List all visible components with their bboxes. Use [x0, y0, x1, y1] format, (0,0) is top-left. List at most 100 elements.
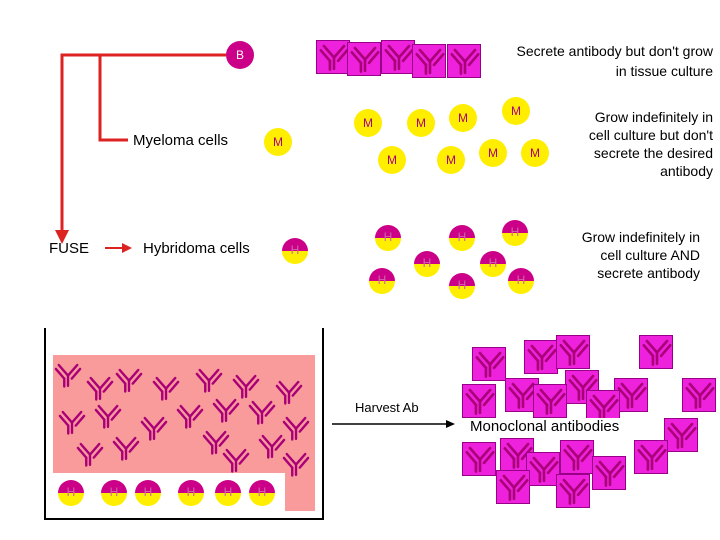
antibody-glyph	[112, 436, 140, 461]
antibody-glyph	[637, 444, 667, 471]
antibody-tile	[496, 470, 530, 504]
antibody-tile	[664, 418, 698, 452]
antibody-tile	[524, 340, 558, 374]
hybridoma-cell: H	[375, 225, 401, 251]
hybridoma-cell: H	[508, 268, 534, 294]
antibody-glyph	[140, 416, 168, 441]
antibody-icon	[589, 394, 619, 421]
myeloma-cell: M	[449, 104, 477, 132]
hybridoma-description: Grow indefinitely in cell culture AND se…	[540, 228, 700, 282]
antibody-icon	[499, 474, 529, 501]
myeloma-cell: M	[354, 109, 382, 137]
desc-line: secrete antibody	[597, 265, 700, 281]
antibody-icon	[465, 446, 495, 473]
antibody-icon	[637, 444, 667, 471]
antibody-icon	[667, 422, 697, 449]
antibody-tile	[447, 44, 481, 78]
myeloma-cell: M	[378, 146, 406, 174]
antibody-glyph	[212, 398, 240, 423]
antibody-icon	[350, 46, 380, 73]
antibody-icon	[568, 374, 598, 401]
desc-line: Grow indefinitely in	[594, 109, 713, 125]
myeloma-cell: M	[407, 109, 435, 137]
myeloma-description: Grow indefinitely in cell culture but do…	[540, 108, 713, 180]
antibody-icon	[559, 478, 589, 505]
myeloma-label: Myeloma cells	[133, 132, 229, 149]
antibody-icon	[503, 442, 533, 469]
antibody-tile	[412, 44, 446, 78]
antibody-glyph	[685, 382, 715, 409]
antibody-icon	[617, 382, 647, 409]
antibody-glyph	[232, 374, 260, 399]
desc-line: Grow indefinitely in	[581, 229, 700, 245]
antibody-tile	[556, 474, 590, 508]
antibody-glyph	[319, 44, 349, 71]
antibody-glyph	[527, 344, 557, 371]
fuse-label: FUSE	[49, 240, 90, 257]
hybridoma-cell: H	[215, 480, 241, 506]
antibody-glyph	[559, 478, 589, 505]
antibody-tile	[634, 440, 668, 474]
hybridoma-cell: H	[135, 480, 161, 506]
antibody-glyph	[115, 368, 143, 393]
harvest-label: Harvest Ab	[355, 400, 419, 415]
antibody-glyph	[617, 382, 647, 409]
antibody-glyph	[282, 416, 310, 441]
b-cell-description: Secrete antibody but don't grow in tissu…	[470, 42, 713, 80]
desc-line: antibody	[660, 163, 713, 179]
antibody-glyph	[499, 474, 529, 501]
antibody-tile	[381, 40, 415, 74]
hybridoma-cell: H	[178, 480, 204, 506]
antibody-glyph	[589, 394, 619, 421]
antibody-icon	[475, 351, 505, 378]
antibody-glyph	[86, 376, 114, 401]
hybridoma-cell: H	[58, 480, 84, 506]
antibody-glyph	[195, 368, 223, 393]
antibody-icon	[465, 388, 495, 415]
antibody-glyph	[94, 404, 122, 429]
antibody-glyph	[450, 48, 480, 75]
antibody-tile	[639, 335, 673, 369]
antibody-tile	[347, 42, 381, 76]
antibody-glyph	[559, 339, 589, 366]
myeloma-cell: M	[479, 139, 507, 167]
desc-line: Secrete antibody but don't grow	[516, 43, 713, 59]
antibody-tile	[533, 384, 567, 418]
antibody-icon	[415, 48, 445, 75]
antibody-glyph	[248, 400, 276, 425]
antibody-tile	[592, 456, 626, 490]
hybridoma-cell: H	[480, 251, 506, 277]
antibody-tile	[462, 384, 496, 418]
antibody-icon	[685, 382, 715, 409]
hybridoma-cell: H	[414, 251, 440, 277]
hybridoma-label: Hybridoma cells	[143, 240, 250, 257]
antibody-icon	[527, 344, 557, 371]
antibody-glyph	[202, 430, 230, 455]
hybridoma-cell: H	[282, 238, 308, 264]
antibody-glyph	[563, 444, 593, 471]
antibody-glyph	[475, 351, 505, 378]
antibody-icon	[536, 388, 566, 415]
antibody-icon	[595, 460, 625, 487]
antibody-icon	[529, 456, 559, 483]
antibody-glyph	[465, 446, 495, 473]
antibody-icon	[559, 339, 589, 366]
antibody-glyph	[415, 48, 445, 75]
antibody-glyph	[503, 442, 533, 469]
antibody-icon	[642, 339, 672, 366]
antibody-icon	[384, 44, 414, 71]
myeloma-cell: M	[502, 97, 530, 125]
myeloma-cell: M	[437, 146, 465, 174]
hybridoma-cell: H	[101, 480, 127, 506]
antibody-glyph	[258, 434, 286, 459]
hybridoma-cell: H	[502, 220, 528, 246]
antibody-glyph	[282, 452, 310, 477]
antibody-glyph	[595, 460, 625, 487]
hybridoma-cell: H	[449, 273, 475, 299]
antibody-glyph	[568, 374, 598, 401]
antibody-tile	[560, 440, 594, 474]
antibody-glyph	[275, 380, 303, 405]
myeloma-cell: M	[521, 139, 549, 167]
antibody-glyph	[58, 410, 86, 435]
